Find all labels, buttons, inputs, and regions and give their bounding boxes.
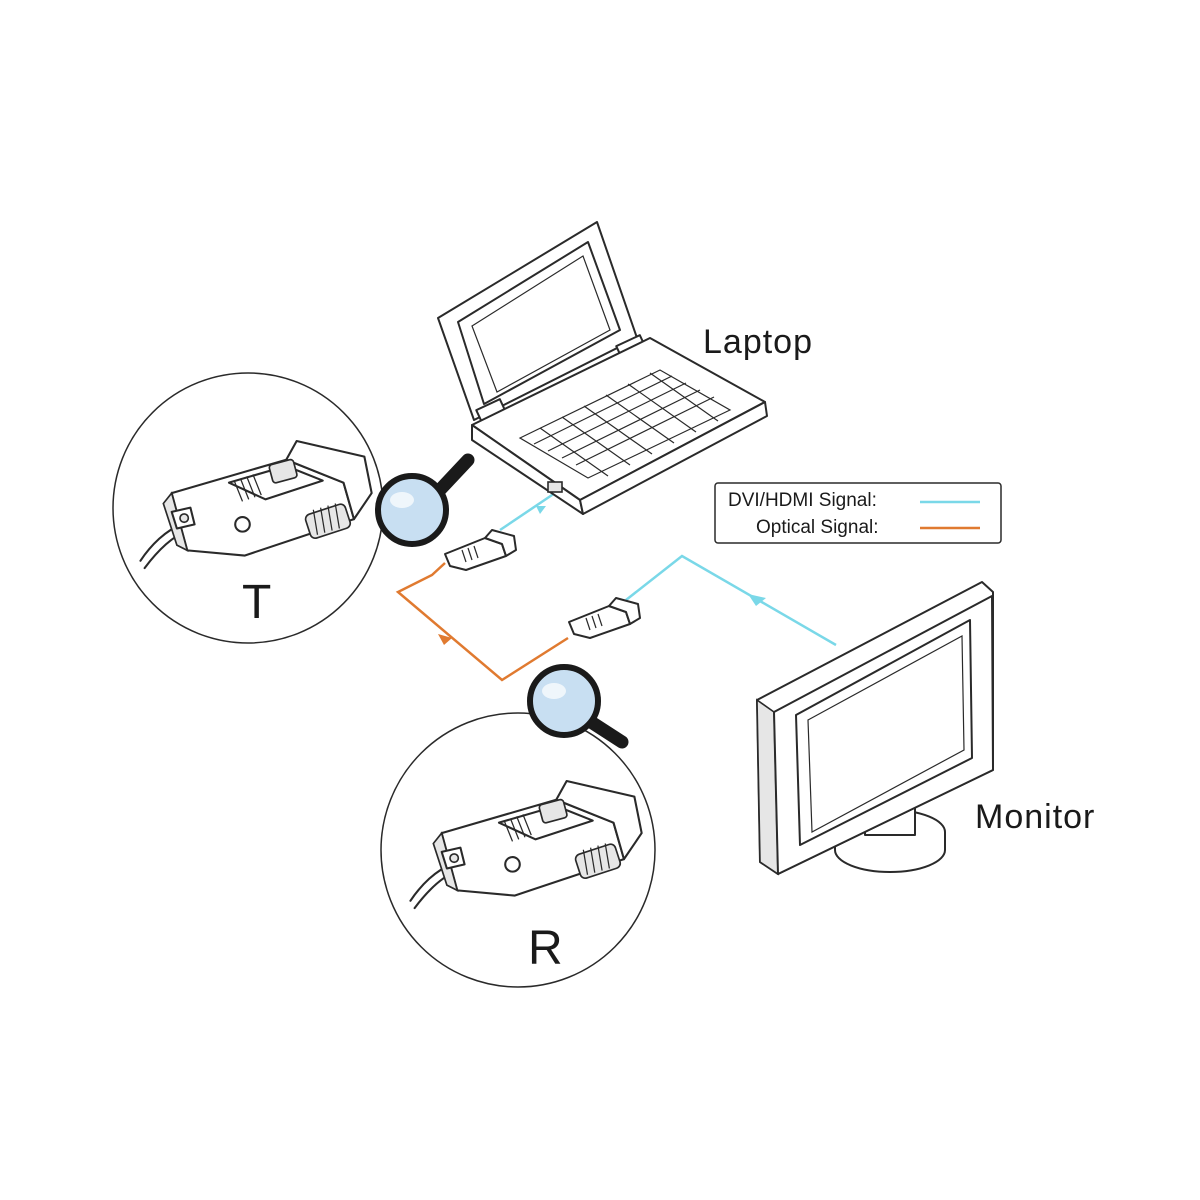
receiver-connector-icon [568, 597, 641, 639]
monitor-icon [756, 581, 994, 876]
optical-cable [395, 562, 569, 682]
legend-optical-label: Optical Signal: [756, 517, 879, 538]
legend: DVI/HDMI Signal: Optical Signal: [714, 482, 1002, 544]
laptop-label: Laptop [703, 323, 813, 361]
transmitter-connector-icon [444, 529, 517, 571]
monitor-label: Monitor [975, 798, 1095, 836]
magnifier-icon [375, 453, 475, 547]
legend-dvi-label: DVI/HDMI Signal: [728, 490, 877, 511]
dvi-cable-laptop [499, 491, 556, 532]
laptop-icon [437, 221, 768, 515]
transmitter-detail: T [112, 372, 384, 644]
transmitter-label: T [242, 576, 271, 629]
magnifier-icon [527, 664, 629, 749]
receiver-label: R [528, 922, 563, 975]
receiver-detail: R [380, 712, 656, 988]
dvi-cable-monitor [625, 554, 837, 647]
